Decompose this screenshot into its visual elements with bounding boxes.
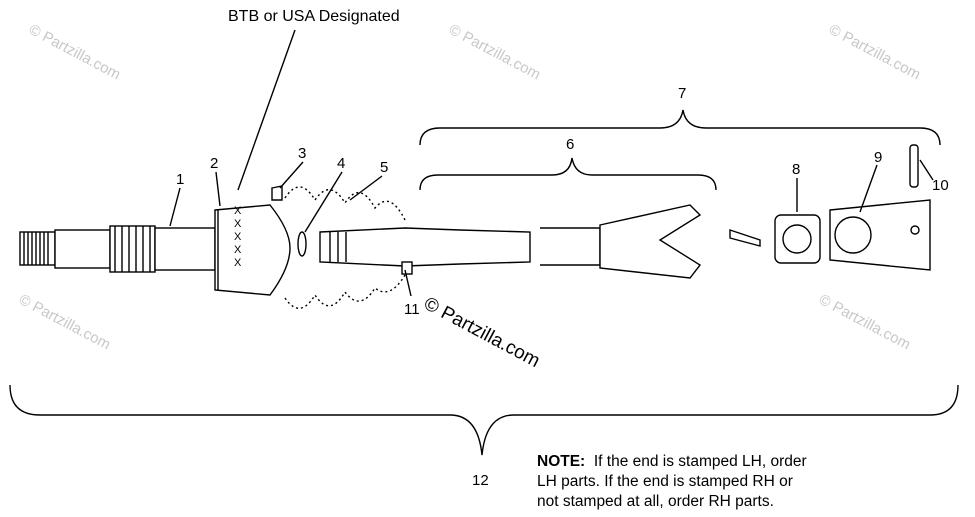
part-2-housing <box>214 204 291 296</box>
part-8-fitting <box>729 229 761 247</box>
part-4-ring <box>297 231 307 257</box>
callout-4: 4 <box>337 155 346 172</box>
callout-10: 10 <box>932 177 949 194</box>
part-6-yoke <box>599 204 702 279</box>
bracket-12 <box>9 384 959 456</box>
callout-6: 6 <box>566 136 575 153</box>
splined-end <box>19 231 56 266</box>
note-prefix: NOTE: <box>537 453 586 470</box>
callout-1: 1 <box>176 171 185 188</box>
callout-11: 11 <box>404 301 420 318</box>
callout-3: 3 <box>298 145 307 162</box>
callout-5: 5 <box>380 159 389 176</box>
callout-7: 7 <box>678 85 687 102</box>
part-1-shaft <box>154 227 216 271</box>
bracket-7 <box>419 109 941 146</box>
callout-8: 8 <box>792 161 801 178</box>
part-6-shaft <box>319 227 531 267</box>
callout-9: 9 <box>874 149 883 166</box>
part-5-boot <box>284 186 406 221</box>
callout-2: 2 <box>210 155 219 172</box>
note-text: NOTE: If the end is stamped LH, order LH… <box>537 453 807 510</box>
callout-12: 12 <box>472 472 489 489</box>
part-3-clamp <box>271 185 283 201</box>
designation-label: BTB or USA Designated <box>228 8 400 25</box>
bracket-6 <box>419 157 717 191</box>
part-10-pin <box>909 144 919 188</box>
boot-marks: X X X X X <box>234 205 242 269</box>
part-11-clip <box>401 261 413 275</box>
